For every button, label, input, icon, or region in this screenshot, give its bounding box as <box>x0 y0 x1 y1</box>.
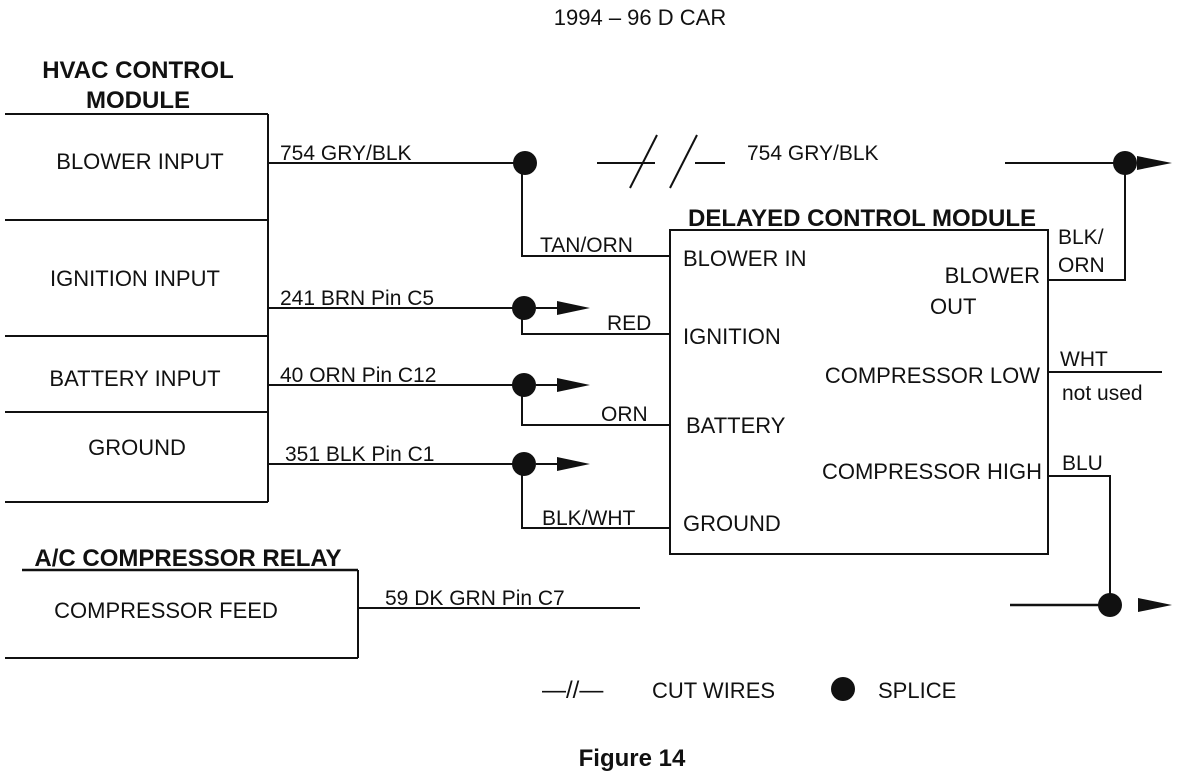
splice-dot-compressor <box>1098 593 1122 617</box>
dcm-heading: DELAYED CONTROL MODULE <box>688 205 1036 232</box>
hvac-heading-line1: HVAC CONTROL <box>42 57 234 84</box>
hvac-row-ignition-input: IGNITION INPUT <box>50 266 220 291</box>
relay-heading: A/C COMPRESSOR RELAY <box>34 545 341 572</box>
wire-blk-wht <box>521 464 670 529</box>
arrow-battery <box>557 378 590 392</box>
wire-label-blower-left: 754 GRY/BLK <box>280 142 412 165</box>
relay-row-compressor-feed: COMPRESSOR FEED <box>54 598 278 623</box>
dcm-box <box>669 229 1049 555</box>
wire-orn <box>521 385 670 426</box>
wire-label-tan-orn: TAN/ORN <box>540 234 633 257</box>
wire-label-blower-right: 754 GRY/BLK <box>747 142 879 165</box>
splice-dot-blower <box>513 151 537 175</box>
wire-label-blk-orn-2: ORN <box>1058 254 1105 277</box>
wire-label-red: RED <box>607 312 651 335</box>
wire-label-blu: BLU <box>1062 452 1103 475</box>
splice-dot-battery <box>512 373 536 397</box>
wire-label-not-used: not used <box>1062 382 1143 405</box>
figure-caption: Figure 14 <box>579 745 686 772</box>
splice-dot-ignition <box>512 296 536 320</box>
arrow-ground <box>557 457 590 471</box>
legend-cut-label: CUT WIRES <box>652 678 775 703</box>
wire-label-wht: WHT <box>1060 348 1108 371</box>
cut-mark <box>669 134 698 189</box>
wire-label-ground: 351 BLK Pin C1 <box>285 443 434 466</box>
wire-blu <box>1048 475 1111 605</box>
wire-label-blk-wht: BLK/WHT <box>542 507 636 530</box>
wire-label-battery: 40 ORN Pin C12 <box>280 364 436 387</box>
arrow-blower <box>1137 156 1172 170</box>
arrow-compressor <box>1138 598 1172 612</box>
arrow-ignition <box>557 301 590 315</box>
wire-label-blk-orn-1: BLK/ <box>1058 226 1104 249</box>
wire-label-compressor: 59 DK GRN Pin C7 <box>385 587 565 610</box>
dcm-pin-ground: GROUND <box>683 511 781 536</box>
cut-mark <box>629 134 658 189</box>
dcm-pin-compressor-low: COMPRESSOR LOW <box>825 363 1040 388</box>
dcm-pin-ignition: IGNITION <box>683 324 781 349</box>
wire-tan-orn <box>521 163 670 257</box>
hvac-heading-line2: MODULE <box>86 87 190 114</box>
hvac-row-ground: GROUND <box>88 435 186 460</box>
wire-label-ignition: 241 BRN Pin C5 <box>280 287 434 310</box>
dcm-pin-battery: BATTERY <box>686 413 786 438</box>
hvac-row-battery-input: BATTERY INPUT <box>49 366 220 391</box>
legend-cut-symbol: —//— <box>542 677 603 704</box>
dcm-pin-blower-out-2: OUT <box>930 294 976 319</box>
legend-splice-dot <box>831 677 855 701</box>
dcm-pin-compressor-high: COMPRESSOR HIGH <box>822 459 1042 484</box>
legend-splice-label: SPLICE <box>878 678 956 703</box>
wire-blk-orn <box>1048 163 1126 281</box>
splice-dot-ground <box>512 452 536 476</box>
wire-label-orn: ORN <box>601 403 648 426</box>
dcm-pin-blower-in: BLOWER IN <box>683 246 806 271</box>
wire-red <box>521 308 670 335</box>
dcm-pin-blower-out-1: BLOWER <box>945 263 1040 288</box>
diagram-title: 1994 – 96 D CAR <box>554 5 726 30</box>
hvac-row-blower-input: BLOWER INPUT <box>56 149 223 174</box>
